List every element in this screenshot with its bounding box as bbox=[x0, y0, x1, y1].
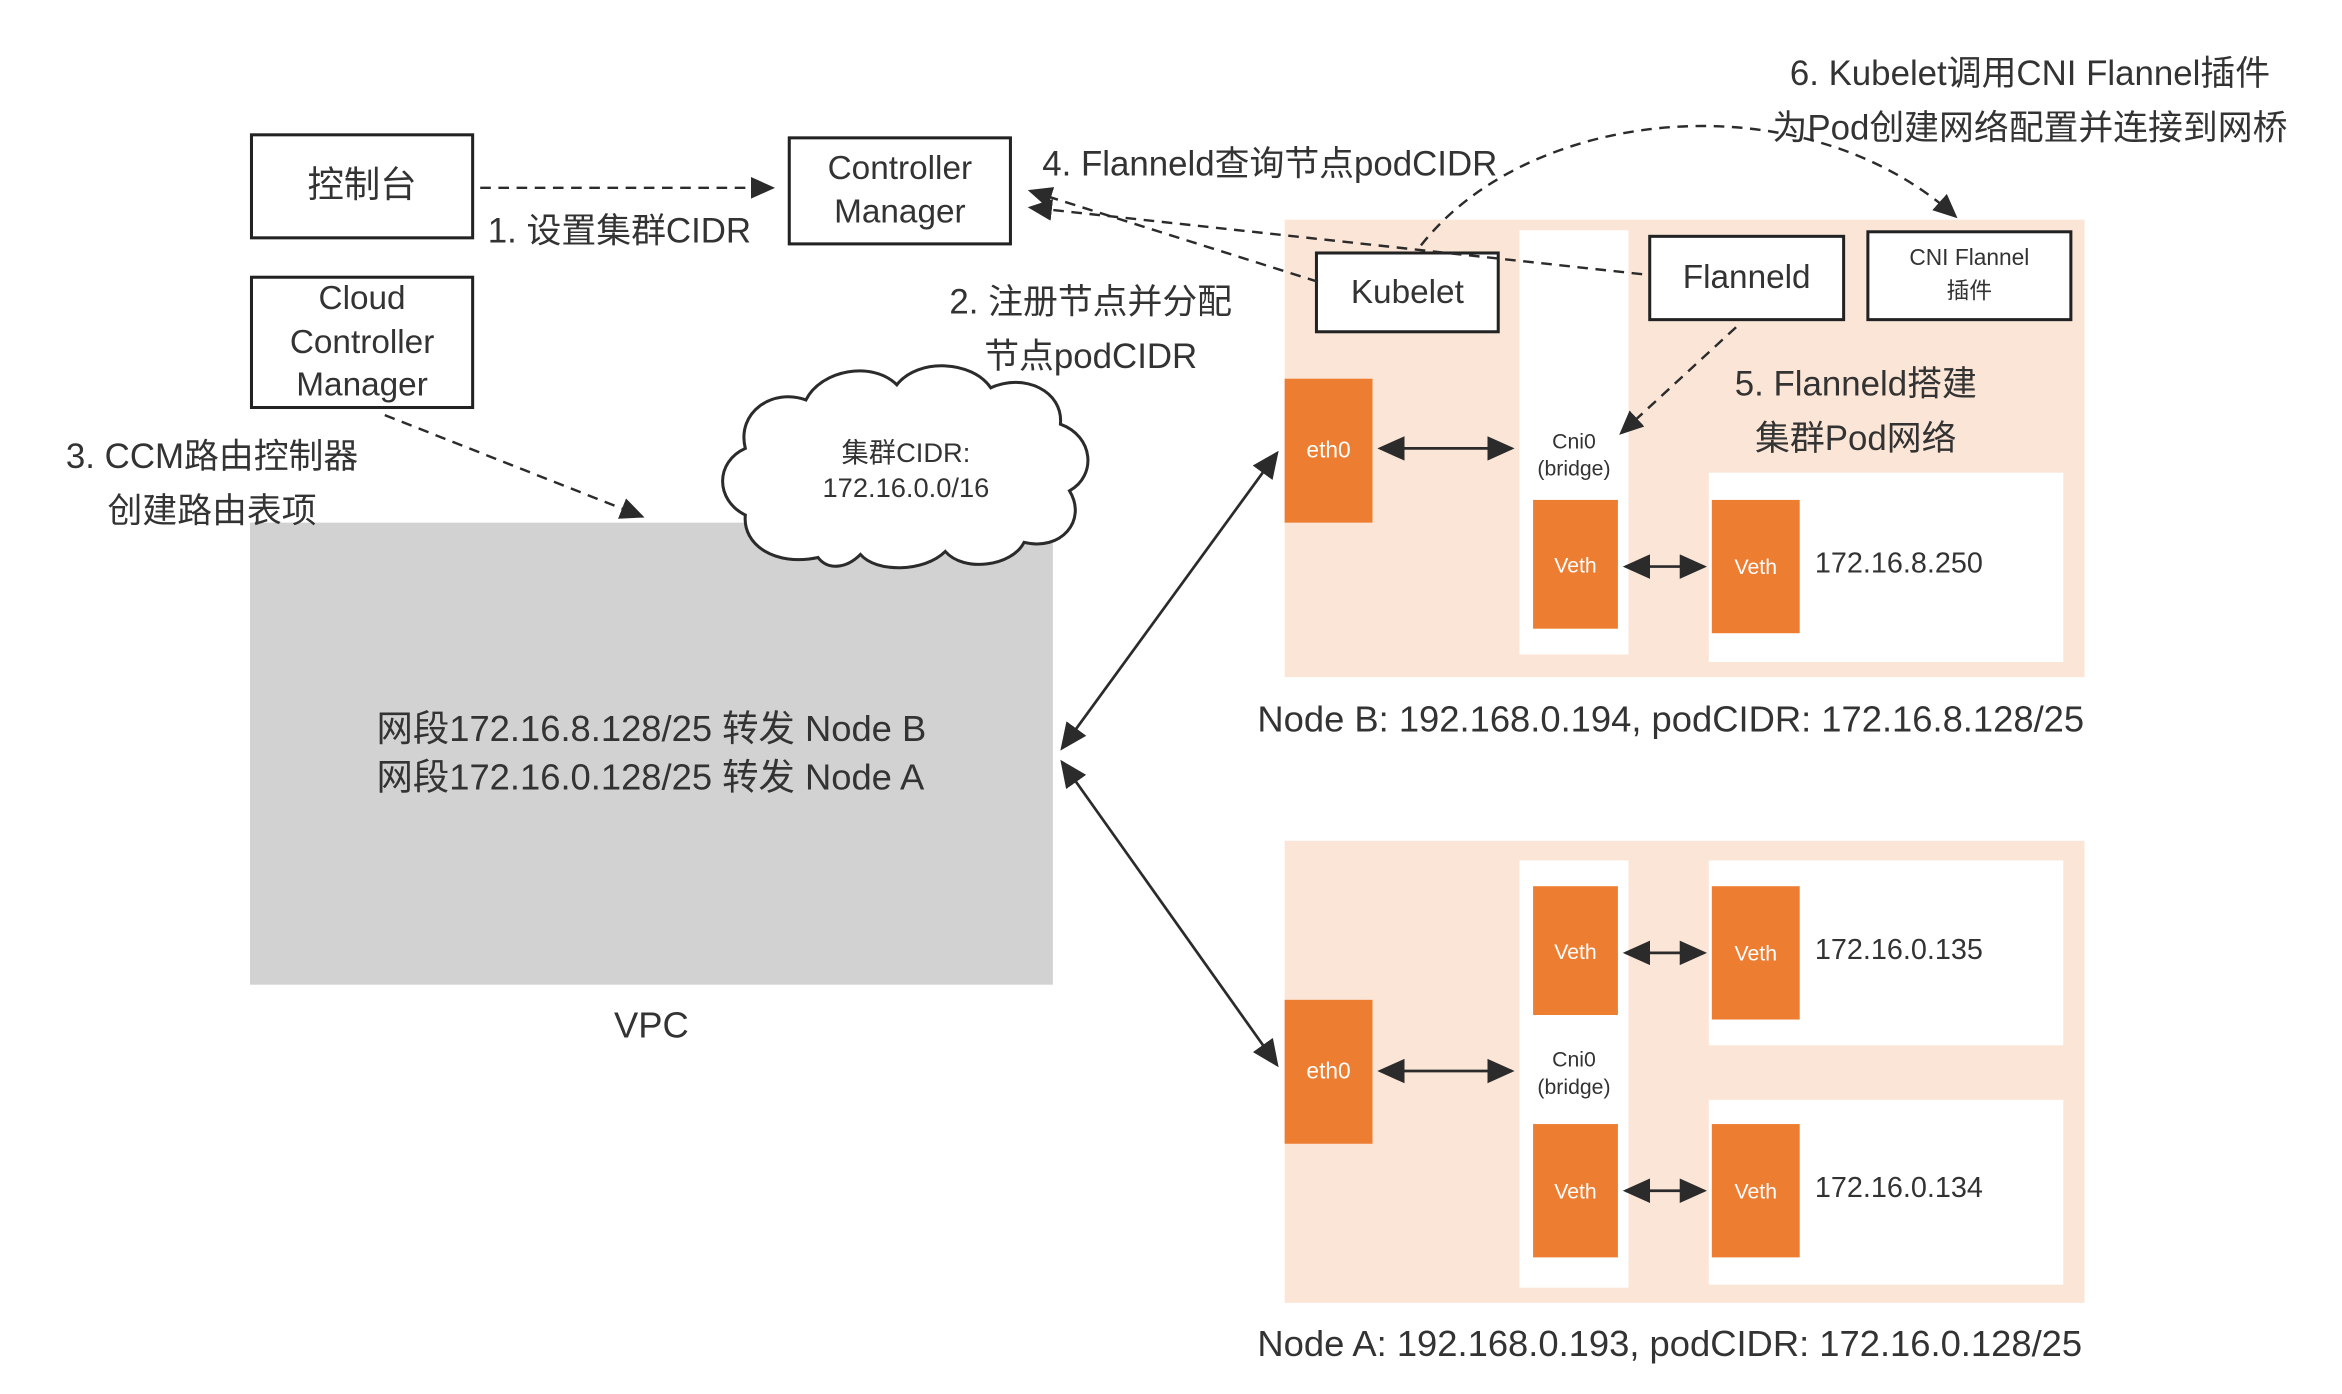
node-a-bridge-veth-top: Veth bbox=[1533, 886, 1618, 1015]
arrow-kubelet-to-cm bbox=[1027, 187, 1319, 283]
vpc-label: VPC bbox=[614, 1005, 689, 1047]
step4-annotation: 4. Flanneld查询节点podCIDR bbox=[1042, 143, 1498, 184]
cni-flannel-plugin-box: CNI Flannel 插件 bbox=[1866, 230, 2073, 322]
node-a-panel: Cni0 (bridge) eth0 Veth Veth Veth 172.16… bbox=[1284, 840, 2085, 1303]
node-b-cni0-label: Cni0 (bridge) bbox=[1537, 428, 1611, 481]
node-b-bridge-veth-label: Veth bbox=[1554, 552, 1597, 577]
node-b-eth0: eth0 bbox=[1284, 378, 1373, 523]
node-a-bridge-veth-bottom: Veth bbox=[1533, 1124, 1618, 1258]
node-b-eth0-label: eth0 bbox=[1306, 437, 1351, 464]
node-a-eth0: eth0 bbox=[1284, 999, 1373, 1144]
cni-flannel-plugin-label: CNI Flannel 插件 bbox=[1909, 245, 2030, 305]
node-a-pod2-veth-label: Veth bbox=[1734, 1178, 1778, 1203]
console-box: 控制台 bbox=[249, 133, 475, 240]
cloud-controller-manager-box: Cloud Controller Manager bbox=[249, 275, 475, 410]
node-b-pod-veth: Veth bbox=[1711, 499, 1800, 634]
kubelet-label: Kubelet bbox=[1350, 272, 1464, 311]
link-vpc-to-nodea-eth0 bbox=[1060, 759, 1279, 1068]
node-a-pod1-ip: 172.16.0.135 bbox=[1814, 934, 1983, 967]
step2-annotation: 2. 注册节点并分配 节点podCIDR bbox=[949, 281, 1233, 377]
node-a-cni0-label: Cni0 (bridge) bbox=[1537, 1046, 1611, 1099]
node-a-caption: Node A: 192.168.0.193, podCIDR: 172.16.0… bbox=[1257, 1324, 2083, 1365]
node-a-bridge-veth-bottom-label: Veth bbox=[1554, 1178, 1597, 1203]
node-a-pod2-veth: Veth bbox=[1711, 1124, 1800, 1258]
step1-annotation: 1. 设置集群CIDR bbox=[487, 210, 752, 250]
flanneld-box: Flanneld bbox=[1648, 234, 1846, 322]
controller-manager-box: Controller Manager bbox=[787, 136, 1012, 246]
node-a-pod1-veth: Veth bbox=[1711, 886, 1800, 1020]
node-a-pod2-ip: 172.16.0.134 bbox=[1814, 1172, 1983, 1205]
kubelet-box: Kubelet bbox=[1314, 251, 1500, 334]
console-label: 控制台 bbox=[307, 165, 417, 207]
vpc-box: 网段172.16.8.128/25 转发 Node B 网段172.16.0.1… bbox=[249, 522, 1053, 985]
step6-annotation: 6. Kubelet调用CNI Flannel插件 为Pod创建网络配置并连接到… bbox=[1772, 53, 2288, 148]
cluster-cidr-cloud-label: 集群CIDR: 172.16.0.0/16 bbox=[822, 437, 990, 504]
vpc-route-table: 网段172.16.8.128/25 转发 Node B 网段172.16.0.1… bbox=[376, 708, 927, 798]
node-b-pod-veth-label: Veth bbox=[1734, 554, 1778, 579]
node-b-bridge-veth: Veth bbox=[1533, 499, 1618, 629]
link-vpc-to-nodeb-eth0 bbox=[1060, 450, 1279, 751]
node-a-pod1-veth-label: Veth bbox=[1734, 940, 1778, 965]
step5-annotation: 5. Flanneld搭建 集群Pod网络 bbox=[1734, 363, 1977, 458]
arrow-ccm-to-vpc bbox=[384, 413, 645, 519]
node-b-caption: Node B: 192.168.0.194, podCIDR: 172.16.8… bbox=[1257, 699, 2085, 741]
flanneld-label: Flanneld bbox=[1682, 257, 1811, 296]
cloud-controller-manager-label: Cloud Controller Manager bbox=[289, 278, 435, 404]
node-a-bridge-veth-top-label: Veth bbox=[1554, 938, 1597, 963]
controller-manager-label: Controller Manager bbox=[827, 149, 973, 231]
step3-annotation: 3. CCM路由控制器 创建路由表项 bbox=[65, 436, 359, 531]
node-b-pod-ip: 172.16.8.250 bbox=[1814, 548, 1983, 581]
node-a-eth0-label: eth0 bbox=[1306, 1058, 1351, 1085]
